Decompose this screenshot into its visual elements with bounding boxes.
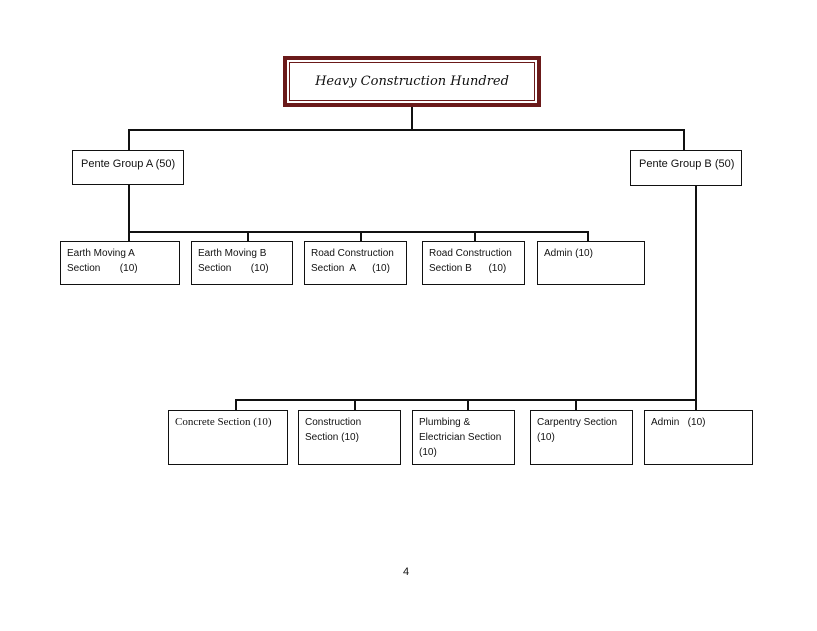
section-label: Earth Moving B: [198, 248, 267, 259]
section-label: Admin (10): [544, 248, 593, 259]
section-label: Section (10): [67, 263, 138, 274]
connector: [587, 231, 589, 241]
section-admin-a: Admin (10): [537, 241, 645, 285]
group-a-box: Pente Group A (50): [72, 150, 184, 185]
section-label: (10): [537, 432, 555, 443]
section-label: Section (10): [198, 263, 269, 274]
root-node-title: Heavy Construction Hundred: [315, 74, 509, 89]
connector: [683, 129, 685, 150]
section-carpentry: Carpentry Section (10): [530, 410, 633, 465]
section-earth-moving-a: Earth Moving A Section (10): [60, 241, 180, 285]
connector: [467, 399, 469, 410]
connector: [360, 231, 362, 241]
connector: [128, 129, 685, 131]
connector: [474, 231, 476, 241]
connector: [235, 399, 697, 401]
connector: [128, 231, 589, 233]
section-label: Earth Moving A: [67, 248, 135, 259]
group-a-label: Pente Group A (50): [81, 158, 176, 170]
connector: [354, 399, 356, 410]
section-admin-b: Admin (10): [644, 410, 753, 465]
connector: [575, 399, 577, 410]
section-label: Road Construction: [311, 248, 394, 259]
connector: [411, 107, 413, 131]
connector: [247, 231, 249, 241]
section-label: Construction: [305, 417, 362, 428]
root-node-box: Heavy Construction Hundred: [283, 56, 541, 107]
section-label: Carpentry Section: [537, 417, 618, 428]
section-plumbing-electrician: Plumbing & Electrician Section (10): [412, 410, 515, 465]
section-label: Concrete Section (10): [175, 416, 272, 428]
group-b-label: Pente Group B (50): [639, 158, 735, 170]
connector: [128, 129, 130, 150]
page-number: 4: [403, 566, 410, 578]
section-earth-moving-b: Earth Moving B Section (10): [191, 241, 293, 285]
section-label: Section B (10): [429, 263, 507, 274]
section-label: (10): [419, 447, 437, 458]
section-label: Plumbing &: [419, 417, 471, 428]
section-label: Section (10): [305, 432, 359, 443]
section-label: Section A (10): [311, 263, 390, 274]
connector: [235, 399, 237, 410]
section-label: Admin (10): [651, 417, 706, 428]
connector: [695, 185, 697, 410]
section-concrete: Concrete Section (10): [168, 410, 288, 465]
section-label: Electrician Section: [419, 432, 502, 443]
section-label: Road Construction: [429, 248, 512, 259]
connector: [128, 184, 130, 241]
group-b-box: Pente Group B (50): [630, 150, 742, 186]
